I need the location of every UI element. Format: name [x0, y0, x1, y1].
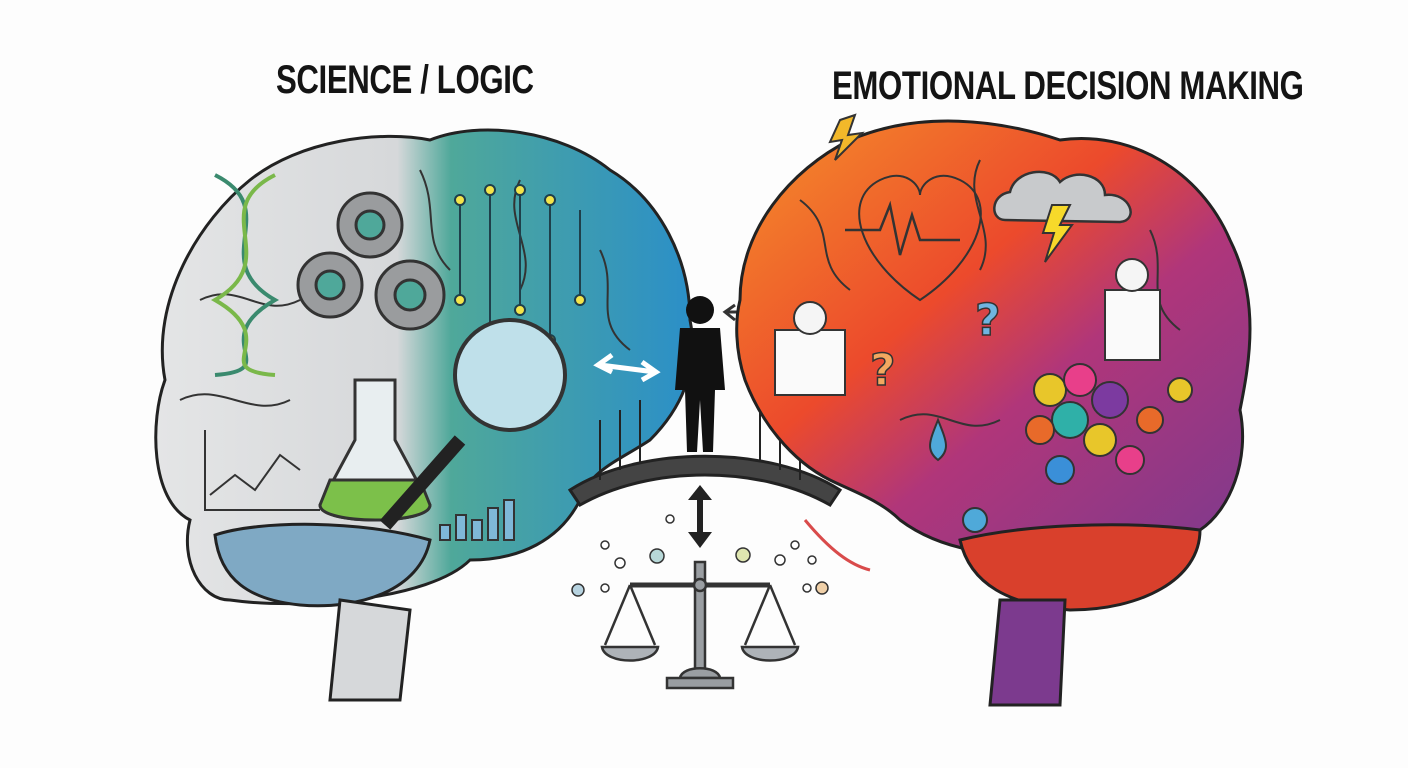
magnifier-icon — [379, 318, 567, 530]
emotional-decision-title: EMOTIONAL DECISION MAKING — [832, 64, 1304, 108]
dna-helix-icon — [210, 173, 280, 377]
left-brain — [154, 128, 695, 702]
question-mark-icon: ? ? — [869, 294, 1001, 397]
gears-icon — [296, 191, 446, 331]
svg-text:?: ? — [870, 345, 896, 396]
thinking-person-icon — [774, 258, 1161, 396]
bridge-icon — [567, 454, 843, 507]
science-logic-title: SCIENCE / LOGIC — [276, 58, 534, 102]
two-way-arrow-icon — [593, 352, 661, 383]
svg-text:?: ? — [975, 295, 1001, 346]
line-chart-icon — [204, 430, 320, 511]
floating-dots — [571, 514, 829, 597]
vertical-arrow-icon — [688, 485, 712, 548]
bar-chart-icon — [439, 499, 515, 541]
person-silhouette-icon — [675, 296, 725, 452]
center-bridge — [567, 296, 871, 690]
lightning-icon — [828, 113, 865, 161]
right-cerebellum — [958, 523, 1202, 612]
storm-cloud-icon — [993, 170, 1132, 263]
right-brainstem — [988, 598, 1067, 707]
heartbeat-icon — [845, 174, 982, 302]
water-drop-icon — [929, 417, 947, 462]
right-brain: ? ? — [735, 113, 1252, 707]
left-cerebellum — [213, 522, 432, 608]
color-swirl-icon — [962, 363, 1193, 533]
left-brainstem — [328, 598, 412, 702]
curved-arrow-icon — [803, 519, 871, 572]
balance-scale-icon — [600, 560, 800, 690]
